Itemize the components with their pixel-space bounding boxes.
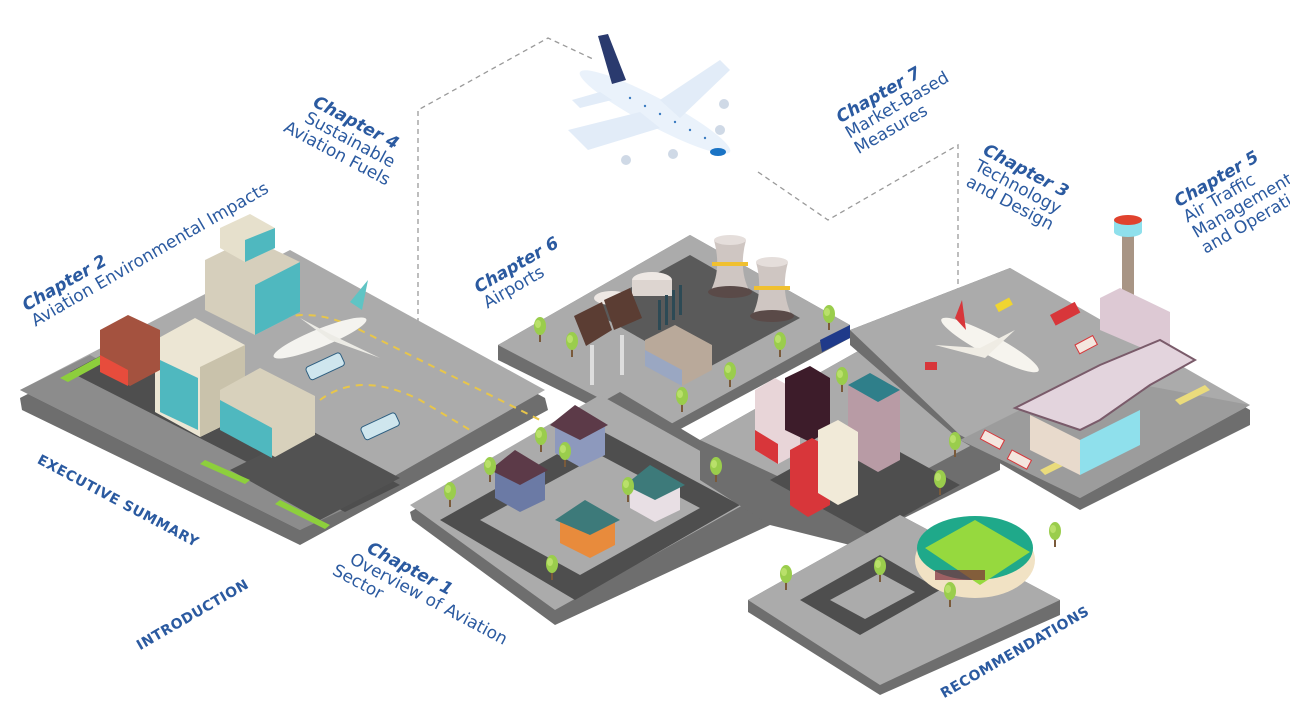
connector-ch4 — [417, 37, 596, 350]
airliner-in-flight — [568, 34, 731, 165]
cooling-tower — [708, 235, 752, 298]
stadium-block[interactable] — [748, 515, 1060, 695]
stadium — [915, 516, 1035, 598]
residential-block[interactable] — [410, 392, 770, 625]
downtown-block[interactable] — [700, 350, 1000, 545]
cooling-tower — [750, 257, 794, 322]
power-plant-block[interactable] — [498, 235, 850, 440]
atc-airport-block[interactable] — [850, 215, 1250, 510]
airport-terminal-block[interactable] — [20, 214, 548, 545]
dashed-connectors — [417, 37, 959, 350]
connector-ch7 — [757, 143, 959, 290]
parked-jet-red-tail — [935, 300, 1039, 373]
parked-jet-teal — [273, 280, 380, 359]
